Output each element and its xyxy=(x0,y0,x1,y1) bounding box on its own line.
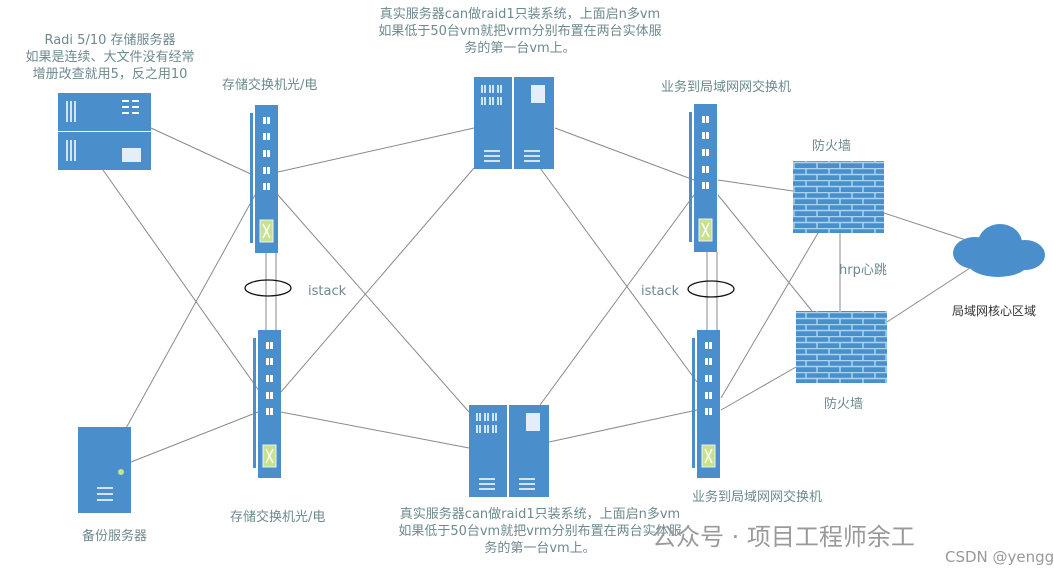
firewall-bottom-label: 防火墙 xyxy=(824,397,864,412)
lan-switch-top-icon xyxy=(689,104,717,252)
label-line: 务的第一台vm上。 xyxy=(484,541,596,556)
real-server-bottom-label: 真实服务器can做raid1只装系统，上面启n多vm 如果低于50台vm就把vr… xyxy=(350,506,730,557)
label-line: 务的第一台vm上。 xyxy=(464,41,576,56)
csdn-credit: CSDN @yenggd xyxy=(945,548,1054,566)
connection-lines xyxy=(102,127,973,463)
firewall-bottom-icon xyxy=(796,311,887,383)
label-line: 如果是连续、大文件没有经常 xyxy=(25,50,195,65)
storage-switch-bottom-label: 存储交换机光/电 xyxy=(230,510,326,525)
storage-server-icon xyxy=(58,93,151,170)
label-line: 真实服务器can做raid1只装系统，上面启n多vm xyxy=(379,7,661,22)
label-line: 如果低于50台vm就把vrm分别布置在两台实体服 xyxy=(398,524,682,539)
firewall-top-label: 防火墙 xyxy=(812,139,852,154)
watermark: 公众号 · 项目工程师余工 xyxy=(652,523,915,551)
lan-switch-bottom-label: 业务到局域网网交换机 xyxy=(692,490,823,505)
istack-right-label: istack xyxy=(641,284,680,299)
label-line: 如果低于50台vm就把vrm分别布置在两台实体服 xyxy=(378,24,662,39)
istack-right-icon xyxy=(687,280,735,298)
backup-server-icon xyxy=(78,427,131,513)
lan-switch-top-label: 业务到局域网网交换机 xyxy=(661,80,792,95)
istack-left-label: istack xyxy=(308,284,347,299)
cloud-label: 局域网核心区域 xyxy=(952,304,1037,318)
real-server-top-label: 真实服务器can做raid1只装系统，上面启n多vm 如果低于50台vm就把vr… xyxy=(330,6,710,57)
firewall-top-icon xyxy=(793,161,884,233)
label-line: 真实服务器can做raid1只装系统，上面启n多vm xyxy=(399,507,681,522)
lan-switch-bottom-icon xyxy=(692,330,720,478)
hrp-label: hrp心跳 xyxy=(839,263,887,278)
label-line: Radi 5/10 存储服务器 xyxy=(44,33,176,48)
storage-server-label: Radi 5/10 存储服务器 如果是连续、大文件没有经常 增册改查就用5，反之… xyxy=(10,32,210,83)
storage-switch-top-icon xyxy=(250,105,278,253)
istack-left-icon xyxy=(244,279,292,297)
backup-server-label: 备份服务器 xyxy=(82,529,148,544)
storage-switch-bottom-icon xyxy=(253,330,281,478)
label-line: 增册改查就用5，反之用10 xyxy=(32,67,188,82)
storage-switch-top-label: 存储交换机光/电 xyxy=(222,78,318,93)
real-server-bottom-icon xyxy=(468,404,550,498)
real-server-top-icon xyxy=(473,76,555,170)
cloud-icon xyxy=(953,224,1045,277)
